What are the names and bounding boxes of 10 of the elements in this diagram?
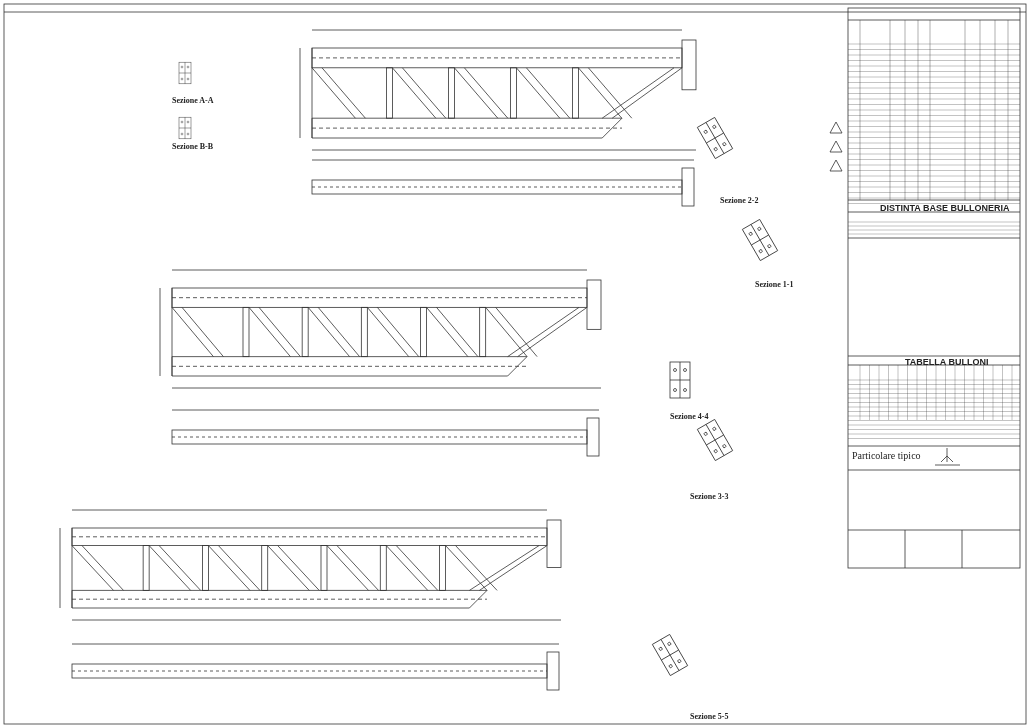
- section-title: Sezione 4-4: [670, 412, 709, 421]
- section-title: Sezione 2-2: [720, 196, 759, 205]
- section-title: Sezione A-A: [172, 96, 214, 105]
- section-title: Sezione 3-3: [690, 492, 729, 501]
- section-title: Sezione 1-1: [755, 280, 794, 289]
- section-title: Sezione B-B: [172, 142, 214, 151]
- detail-title: Particolare tipico: [852, 450, 921, 461]
- table-title: DISTINTA BASE BULLONERIA: [880, 203, 1010, 213]
- section-title: Sezione 5-5: [690, 712, 729, 721]
- table-title: TABELLA BULLONI: [905, 357, 989, 367]
